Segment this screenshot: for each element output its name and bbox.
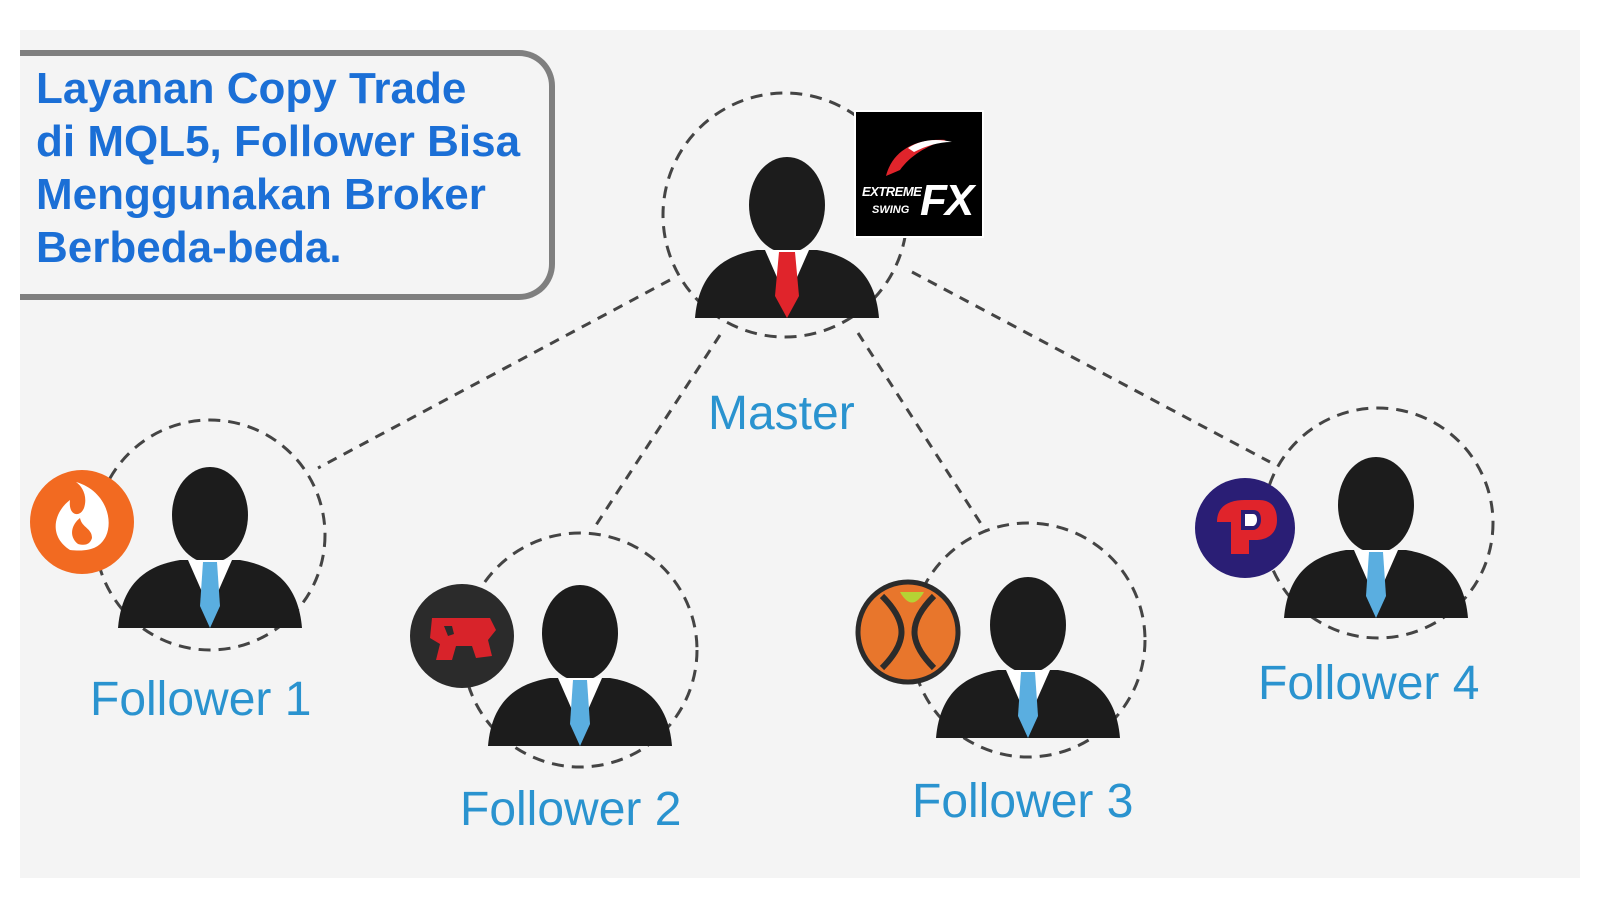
follower-2-node bbox=[410, 531, 699, 769]
master-person-icon bbox=[695, 157, 879, 318]
master-label: Master bbox=[708, 387, 855, 440]
follower-3-node bbox=[855, 521, 1147, 759]
callout-line: Menggunakan Broker bbox=[36, 170, 486, 219]
x-logo-icon bbox=[855, 579, 961, 685]
follower-3-label: Follower 3 bbox=[912, 775, 1134, 828]
callout-line: Layanan Copy Trade bbox=[36, 64, 467, 113]
follower-3-person-icon bbox=[936, 577, 1120, 738]
follower-4-person-icon bbox=[1284, 457, 1468, 618]
connector-follower-3 bbox=[856, 332, 987, 531]
callout-line: di MQL5, Follower Bisa bbox=[36, 117, 521, 166]
connector-follower-2 bbox=[594, 334, 722, 526]
callout-box bbox=[20, 50, 555, 300]
extreme-swing-fx-logo: EXTREME SWING FX bbox=[854, 110, 984, 238]
logo-text-swing: SWING bbox=[872, 204, 910, 216]
callout-line: Berbeda-beda. bbox=[36, 223, 342, 272]
follower-1-node bbox=[30, 418, 327, 652]
connector-follower-4 bbox=[911, 270, 1271, 464]
bull-logo-icon bbox=[410, 584, 514, 688]
follower-2-label: Follower 2 bbox=[460, 783, 682, 836]
follower-2-person-icon bbox=[488, 585, 672, 746]
connector-lines bbox=[317, 270, 1271, 531]
logo-text-extreme: EXTREME bbox=[862, 184, 922, 199]
follower-1-person-icon bbox=[118, 467, 302, 628]
connector-follower-1 bbox=[317, 278, 671, 470]
swoosh-icon bbox=[886, 139, 952, 176]
p-logo-icon bbox=[1195, 478, 1295, 578]
follower-4-label: Follower 4 bbox=[1258, 657, 1480, 710]
logo-text-fx: FX bbox=[920, 176, 974, 225]
follower-1-label: Follower 1 bbox=[90, 673, 312, 726]
flame-logo-icon bbox=[30, 470, 134, 574]
follower-4-node bbox=[1195, 406, 1495, 640]
callout-heading: Layanan Copy Trade di MQL5, Follower Bis… bbox=[36, 62, 556, 274]
